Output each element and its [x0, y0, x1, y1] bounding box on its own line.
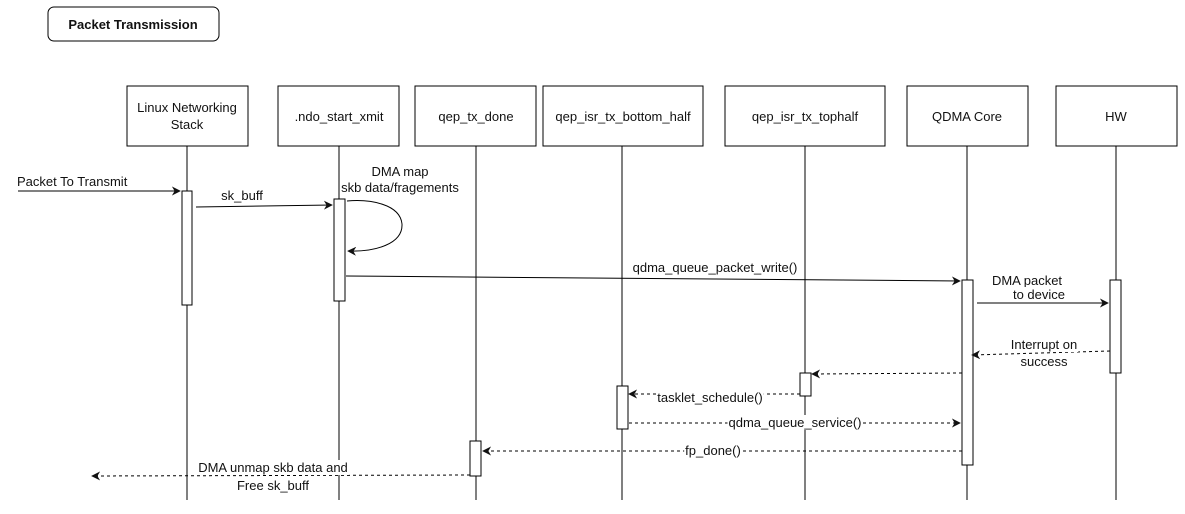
label-background: [1011, 287, 1067, 302]
label-background: [656, 390, 764, 405]
label-background: [727, 415, 863, 430]
message-dma-unmap-arrow: [91, 471, 471, 481]
participant-hw-label: HW: [1105, 109, 1127, 124]
participant-tophalf: qep_isr_tx_tophalf: [724, 85, 886, 147]
message-fp-done-label: fp_done(): [685, 443, 741, 458]
participant-txdone: qep_tx_done: [414, 85, 537, 147]
participant-linux: Linux Networking Stack: [126, 85, 249, 147]
label-background: [370, 164, 430, 179]
label-background: [16, 174, 129, 189]
message-dma-unmap-label-1: DMA unmap skb data and: [198, 460, 348, 475]
message-dma-packet-label-1: DMA packet: [992, 273, 1062, 288]
message-qdma-queue-service-label: qdma_queue_service(): [729, 415, 862, 430]
message-sk-buff-arrow: [195, 200, 333, 210]
participant-linux-label-1: Linux Networking: [137, 100, 237, 115]
message-dma-map-label-1: DMA map: [371, 164, 428, 179]
participant-qdma-label: QDMA Core: [932, 109, 1002, 124]
message-dma-packet-label-2: to device: [1013, 287, 1065, 302]
activation-hw: [1109, 279, 1122, 374]
message-dma-unmap-label-2: Free sk_buff: [237, 478, 309, 493]
activations: [181, 190, 1122, 477]
message-interrupt-forward-arrow: [811, 369, 963, 379]
lifelines: [186, 146, 1117, 500]
message-qdma-queue-packet-write-arrow: [345, 275, 961, 286]
activation-bottom: [616, 385, 629, 430]
participant-linux-label-2: Stack: [171, 117, 204, 132]
message-dma-map-arrow: [346, 200, 403, 256]
message-packet-to-transmit-label: Packet To Transmit: [17, 174, 128, 189]
label-background: [235, 478, 311, 493]
label-background: [197, 460, 349, 475]
participant-bottom-label: qep_isr_tx_bottom_half: [555, 109, 691, 124]
participant-ndo-label: .ndo_start_xmit: [295, 109, 384, 124]
participant-ndo: .ndo_start_xmit: [277, 85, 400, 147]
activation-qdma: [961, 279, 974, 466]
message-interrupt-arrow: [971, 350, 1111, 360]
participant-hw: HW: [1055, 85, 1178, 147]
participants: Linux Networking Stack .ndo_start_xmit q…: [126, 85, 1178, 147]
message-interrupt-label-2: success: [1021, 354, 1068, 369]
activation-linux: [181, 190, 193, 306]
message-sk-buff-label: sk_buff: [221, 188, 263, 203]
participant-txdone-label: qep_tx_done: [438, 109, 513, 124]
label-background: [340, 180, 461, 195]
diagram-title: Packet Transmission: [47, 6, 220, 42]
label-background: [1009, 337, 1079, 352]
label-background: [684, 443, 742, 458]
label-background: [990, 273, 1064, 288]
participant-tophalf-label: qep_isr_tx_tophalf: [752, 109, 859, 124]
participant-qdma: QDMA Core: [906, 85, 1029, 147]
label-background: [220, 188, 265, 203]
message-tasklet-schedule-label: tasklet_schedule(): [657, 390, 763, 405]
activation-txdone: [469, 440, 482, 477]
diagram-title-text: Packet Transmission: [68, 17, 197, 32]
activation-tophalf: [799, 372, 812, 397]
activation-ndo: [333, 198, 346, 302]
participant-bottom: qep_isr_tx_bottom_half: [542, 85, 704, 147]
message-qdma-queue-packet-write-label: qdma_queue_packet_write(): [633, 260, 798, 275]
label-background: [1019, 354, 1069, 369]
messages: Packet To Transmit sk_buff DMA map skb d…: [16, 164, 1111, 493]
message-interrupt-label-1: Interrupt on: [1011, 337, 1078, 352]
label-background: [631, 260, 799, 275]
message-dma-map-label-2: skb data/fragements: [341, 180, 459, 195]
